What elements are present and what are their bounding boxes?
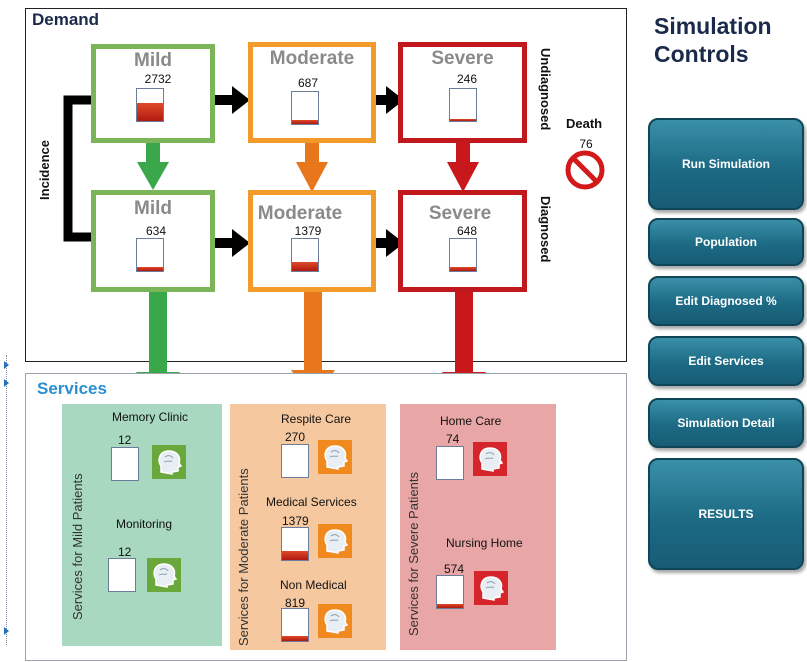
death-label: Death — [566, 116, 603, 131]
service-name-monitoring: Monitoring — [116, 517, 173, 531]
gauge-memory-clinic — [111, 447, 139, 481]
diagnosis-arrow-mild — [137, 142, 169, 190]
gauge-monitoring — [108, 558, 136, 592]
gauge-severe-undiagnosed — [449, 88, 477, 122]
service-name-nursing-home: Nursing Home — [446, 536, 523, 550]
stage-label-severe-diagnosed: Severe — [428, 203, 492, 224]
strip-arrow-second-icon — [4, 379, 9, 387]
progression-arrow-moderate-severe-diagnosed — [368, 229, 404, 257]
service-count-home-care: 74 — [446, 432, 460, 446]
services-column-label-severe: Services for Severe Patients — [406, 471, 421, 636]
services-column-label-mild: Services for Mild Patients — [70, 473, 85, 620]
gauge-mild-diagnosed — [136, 238, 164, 272]
side-scroll-strip[interactable] — [4, 355, 14, 645]
progression-arrow-moderate-severe-undiagnosed — [368, 86, 404, 114]
stage-box-severe-undiagnosed — [398, 42, 527, 143]
diagnosis-arrow-severe — [447, 142, 479, 192]
count-mild-diagnosed: 634 — [145, 224, 167, 238]
count-moderate-diagnosed: 1379 — [294, 224, 322, 238]
head-profile-icon — [152, 445, 186, 479]
service-name-respite-care: Respite Care — [281, 412, 352, 426]
diagnosed-label: Diagnosed — [538, 196, 553, 263]
gauge-respite-care — [281, 444, 309, 478]
service-count-monitoring: 12 — [118, 545, 132, 559]
gauge-non-medical — [281, 608, 309, 642]
service-count-non-medical: 819 — [285, 596, 306, 610]
count-mild-undiagnosed: 2732 — [144, 72, 172, 86]
service-count-memory-clinic: 12 — [118, 433, 132, 447]
gauge-medical-services — [281, 527, 309, 561]
gauge-home-care — [436, 446, 464, 480]
service-name-medical-services: Medical Services — [266, 495, 357, 509]
gauge-mild-undiagnosed — [136, 88, 164, 122]
controls-title-line1: Simulation — [654, 13, 772, 39]
services-column-severe — [400, 404, 556, 650]
services-column-mild — [62, 404, 222, 646]
service-name-home-care: Home Care — [440, 414, 502, 428]
results-button[interactable]: RESULTS — [648, 458, 804, 570]
service-count-nursing-home: 574 — [444, 562, 465, 576]
demand-title: Demand — [32, 10, 100, 29]
incidence-label: Incidence — [37, 140, 52, 200]
strip-arrow-top-icon — [4, 361, 9, 369]
incidence-bracket — [63, 95, 97, 242]
count-severe-diagnosed: 648 — [456, 224, 478, 238]
stage-label-moderate-diagnosed: Moderate — [257, 203, 343, 224]
count-moderate-undiagnosed: 687 — [297, 76, 319, 90]
head-profile-icon — [318, 604, 352, 638]
death-prohibited-icon — [565, 150, 605, 190]
gauge-moderate-undiagnosed — [291, 91, 319, 125]
edit-services-button[interactable]: Edit Services — [648, 336, 804, 386]
death-count: 76 — [579, 137, 593, 151]
stage-label-mild-diagnosed: Mild — [134, 198, 172, 219]
head-profile-icon — [318, 440, 352, 474]
head-profile-icon — [473, 442, 507, 476]
head-profile-icon — [318, 524, 352, 558]
simulation-detail-button[interactable]: Simulation Detail — [648, 398, 804, 448]
head-profile-icon — [474, 571, 508, 605]
service-count-respite-care: 270 — [285, 430, 306, 444]
gauge-severe-diagnosed — [449, 238, 477, 272]
population-button[interactable]: Population — [648, 218, 804, 266]
stage-label-mild-undiagnosed: Mild — [134, 50, 172, 71]
controls-title-line2: Controls — [654, 41, 749, 67]
services-column-label-moderate: Services for Moderate Patients — [236, 468, 251, 646]
services-title: Services — [37, 379, 107, 398]
gauge-moderate-diagnosed — [291, 238, 319, 272]
stage-label-severe-undiagnosed: Severe — [431, 48, 494, 69]
edit-diagnosed-button[interactable]: Edit Diagnosed % — [648, 276, 804, 326]
progression-arrow-mild-moderate-diagnosed — [214, 229, 250, 257]
stage-label-moderate-undiagnosed: Moderate — [269, 48, 355, 69]
run-simulation-button[interactable]: Run Simulation — [648, 118, 804, 210]
controls-title: Simulation Controls — [654, 12, 772, 68]
diagnosis-arrow-moderate — [296, 142, 328, 192]
strip-arrow-bottom-icon — [4, 627, 9, 635]
stage-box-mild-undiagnosed — [91, 44, 215, 143]
progression-arrow-mild-moderate-undiagnosed — [214, 86, 250, 114]
gauge-nursing-home — [436, 575, 464, 609]
service-name-memory-clinic: Memory Clinic — [112, 410, 189, 424]
service-count-medical-services: 1379 — [282, 514, 309, 528]
undiagnosed-label: Undiagnosed — [538, 48, 553, 131]
count-severe-undiagnosed: 246 — [456, 72, 478, 86]
head-profile-icon — [147, 558, 181, 592]
service-name-non-medical: Non Medical — [280, 578, 347, 592]
